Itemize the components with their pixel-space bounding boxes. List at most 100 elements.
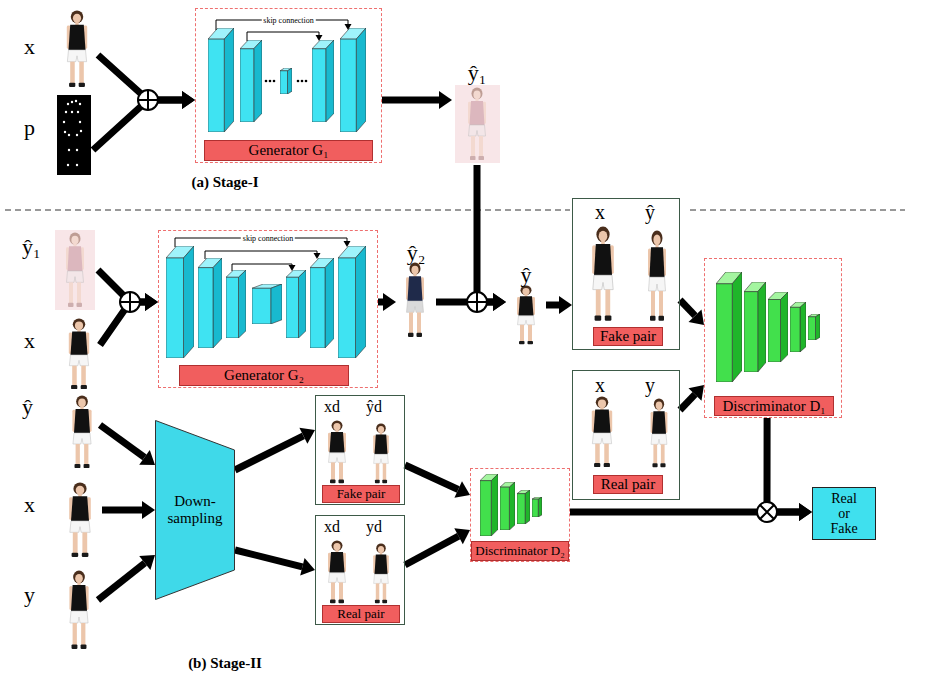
- stage-divider: [5, 210, 570, 211]
- person-photo: [328, 540, 346, 603]
- keypoint: [71, 101, 73, 103]
- person-photo: [592, 227, 614, 321]
- output-image: ŷ: [506, 262, 546, 347]
- conv-block: [166, 246, 194, 358]
- node-text: xd: [324, 518, 340, 536]
- arrow-shaft: [93, 100, 182, 150]
- operator-circle: [757, 502, 777, 522]
- conv-block: [310, 258, 334, 348]
- person-photo: [373, 423, 389, 483]
- concat-symbol: [138, 90, 158, 110]
- operator-circle: [138, 90, 158, 110]
- conv-block: [240, 40, 262, 122]
- person-photo: [328, 420, 346, 483]
- flow-arrow: [100, 425, 155, 465]
- person-photo: [373, 543, 389, 603]
- node-text: ŷ: [645, 201, 655, 224]
- name-tag: Fake pair: [593, 327, 663, 346]
- skip-line: [232, 264, 292, 271]
- person-photo: [72, 395, 91, 468]
- product-symbol: [757, 502, 777, 522]
- node-text: ŷ: [22, 394, 33, 419]
- conv-block: [312, 40, 334, 122]
- conv-block: [208, 28, 234, 132]
- flow-arrow: [405, 528, 470, 565]
- keypoint: [67, 103, 69, 105]
- flow-arrow: [378, 293, 396, 311]
- flow-arrow: [98, 555, 155, 600]
- arrowhead: [383, 293, 396, 311]
- input-image: ŷ₁: [18, 228, 98, 313]
- conv-block: [768, 292, 788, 362]
- generator-box: skip connectionGenerator G₁: [195, 8, 382, 163]
- name-tag: Generator G₁: [204, 140, 373, 161]
- operator-plus: [138, 90, 158, 110]
- arrowhead: [493, 293, 506, 311]
- arrowhead: [300, 558, 315, 575]
- arrow-shaft: [405, 465, 458, 490]
- keypoint: [76, 134, 78, 136]
- arrowhead: [182, 91, 195, 109]
- conv-block: [532, 497, 542, 517]
- keypoint: [65, 111, 67, 113]
- operator-plus: [467, 292, 487, 312]
- pose-keypoints: [63, 100, 82, 166]
- conv-block: [808, 314, 820, 340]
- skip-line: [205, 251, 317, 259]
- person-photo: [651, 398, 668, 467]
- person-photo: [69, 482, 91, 557]
- downsampling-trapezoid: Down-sampling: [155, 420, 235, 600]
- ellipsis-dot: [305, 80, 308, 83]
- flow-arrow: [680, 385, 704, 410]
- node-text: x: [595, 374, 605, 397]
- blurry-output-bg: [55, 230, 95, 310]
- conv-block: [716, 272, 742, 382]
- arrowhead: [689, 309, 704, 325]
- keypoint: [75, 100, 77, 102]
- keypoint: [79, 121, 81, 123]
- arrowhead: [454, 481, 470, 497]
- input-image: x: [18, 8, 98, 90]
- arrowhead: [145, 293, 158, 311]
- arrow-shaft: [767, 418, 799, 512]
- node-text: y: [645, 374, 655, 397]
- arrow-shaft: [98, 563, 145, 600]
- node-text: x: [24, 34, 35, 59]
- arrowhead: [689, 385, 704, 401]
- flow-arrow: [98, 270, 158, 311]
- discriminator-box: Discriminator D₁: [704, 258, 842, 418]
- node-text: ŷ₁: [468, 60, 487, 85]
- node-text: ŷ₁: [22, 234, 41, 259]
- arrowhead: [799, 503, 812, 521]
- arrow-shaft: [235, 550, 302, 567]
- arrowhead: [142, 501, 155, 519]
- person-photo: [648, 231, 666, 321]
- operator-circle: [120, 292, 140, 312]
- node-text: x: [24, 328, 35, 353]
- arrow-shaft: [680, 394, 695, 410]
- arrowhead: [439, 91, 452, 109]
- operator-times: [760, 505, 774, 519]
- input-image: x: [18, 478, 102, 562]
- arrow-shaft: [477, 165, 493, 302]
- flow-arrow: [235, 550, 315, 576]
- arrowhead: [454, 528, 470, 544]
- conv-block: [338, 246, 366, 358]
- flow-arrow: [477, 165, 506, 311]
- ellipsis-dot: [297, 80, 300, 83]
- arrowhead: [145, 293, 158, 311]
- output-image: ŷ₂: [396, 240, 436, 340]
- output-image: ŷ₁: [452, 60, 502, 165]
- operator-plus: [120, 292, 140, 312]
- name-tag: Discriminator D₂: [471, 541, 569, 561]
- conv-block: [744, 282, 766, 372]
- name-tag: Generator G₂: [179, 365, 349, 386]
- arrow-shaft: [382, 97, 439, 104]
- arrowhead: [493, 293, 506, 311]
- generator-box: skip connectionGenerator G₂: [158, 230, 378, 388]
- arrowhead: [799, 503, 812, 521]
- coarse-result: [406, 262, 424, 337]
- person-photo: [592, 396, 612, 467]
- skip-arrowhead: [289, 265, 296, 271]
